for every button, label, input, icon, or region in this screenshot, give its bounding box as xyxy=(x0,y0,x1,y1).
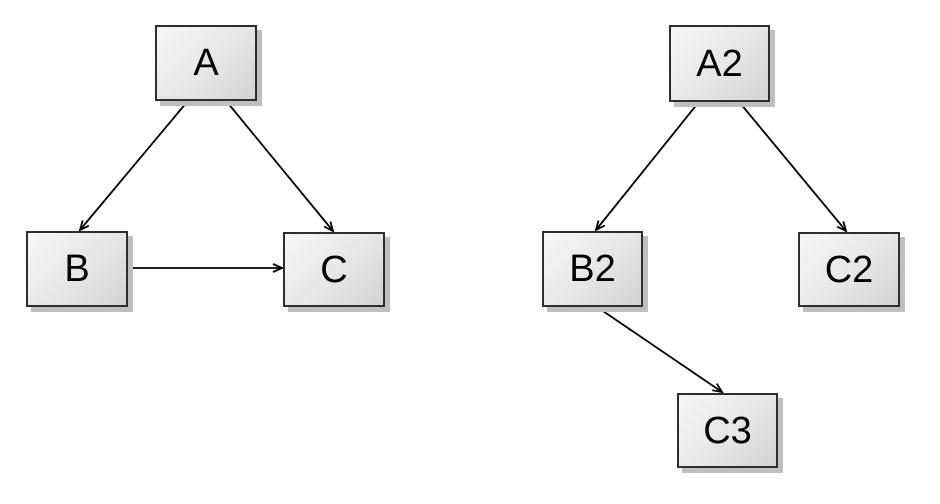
edge-A-B xyxy=(80,101,188,230)
node-label: C xyxy=(320,248,348,291)
node-A2[interactable]: A2 xyxy=(669,25,770,102)
edge-A2-B2 xyxy=(596,102,699,230)
edge-A-C xyxy=(226,101,333,231)
node-C[interactable]: C xyxy=(283,232,385,307)
node-B[interactable]: B xyxy=(26,231,128,307)
node-label: B2 xyxy=(569,248,616,290)
node-label: A2 xyxy=(696,42,743,85)
node-label: B xyxy=(64,248,90,290)
node-A[interactable]: A xyxy=(155,25,257,101)
node-label: A xyxy=(193,42,219,84)
node-B2[interactable]: B2 xyxy=(542,231,643,307)
edge-B2-C3 xyxy=(596,306,722,392)
node-C3[interactable]: C3 xyxy=(677,393,778,468)
node-label: C2 xyxy=(824,248,874,291)
node-label: C3 xyxy=(703,409,752,452)
edge-A2-C2 xyxy=(739,102,846,231)
node-C2[interactable]: C2 xyxy=(798,232,900,307)
